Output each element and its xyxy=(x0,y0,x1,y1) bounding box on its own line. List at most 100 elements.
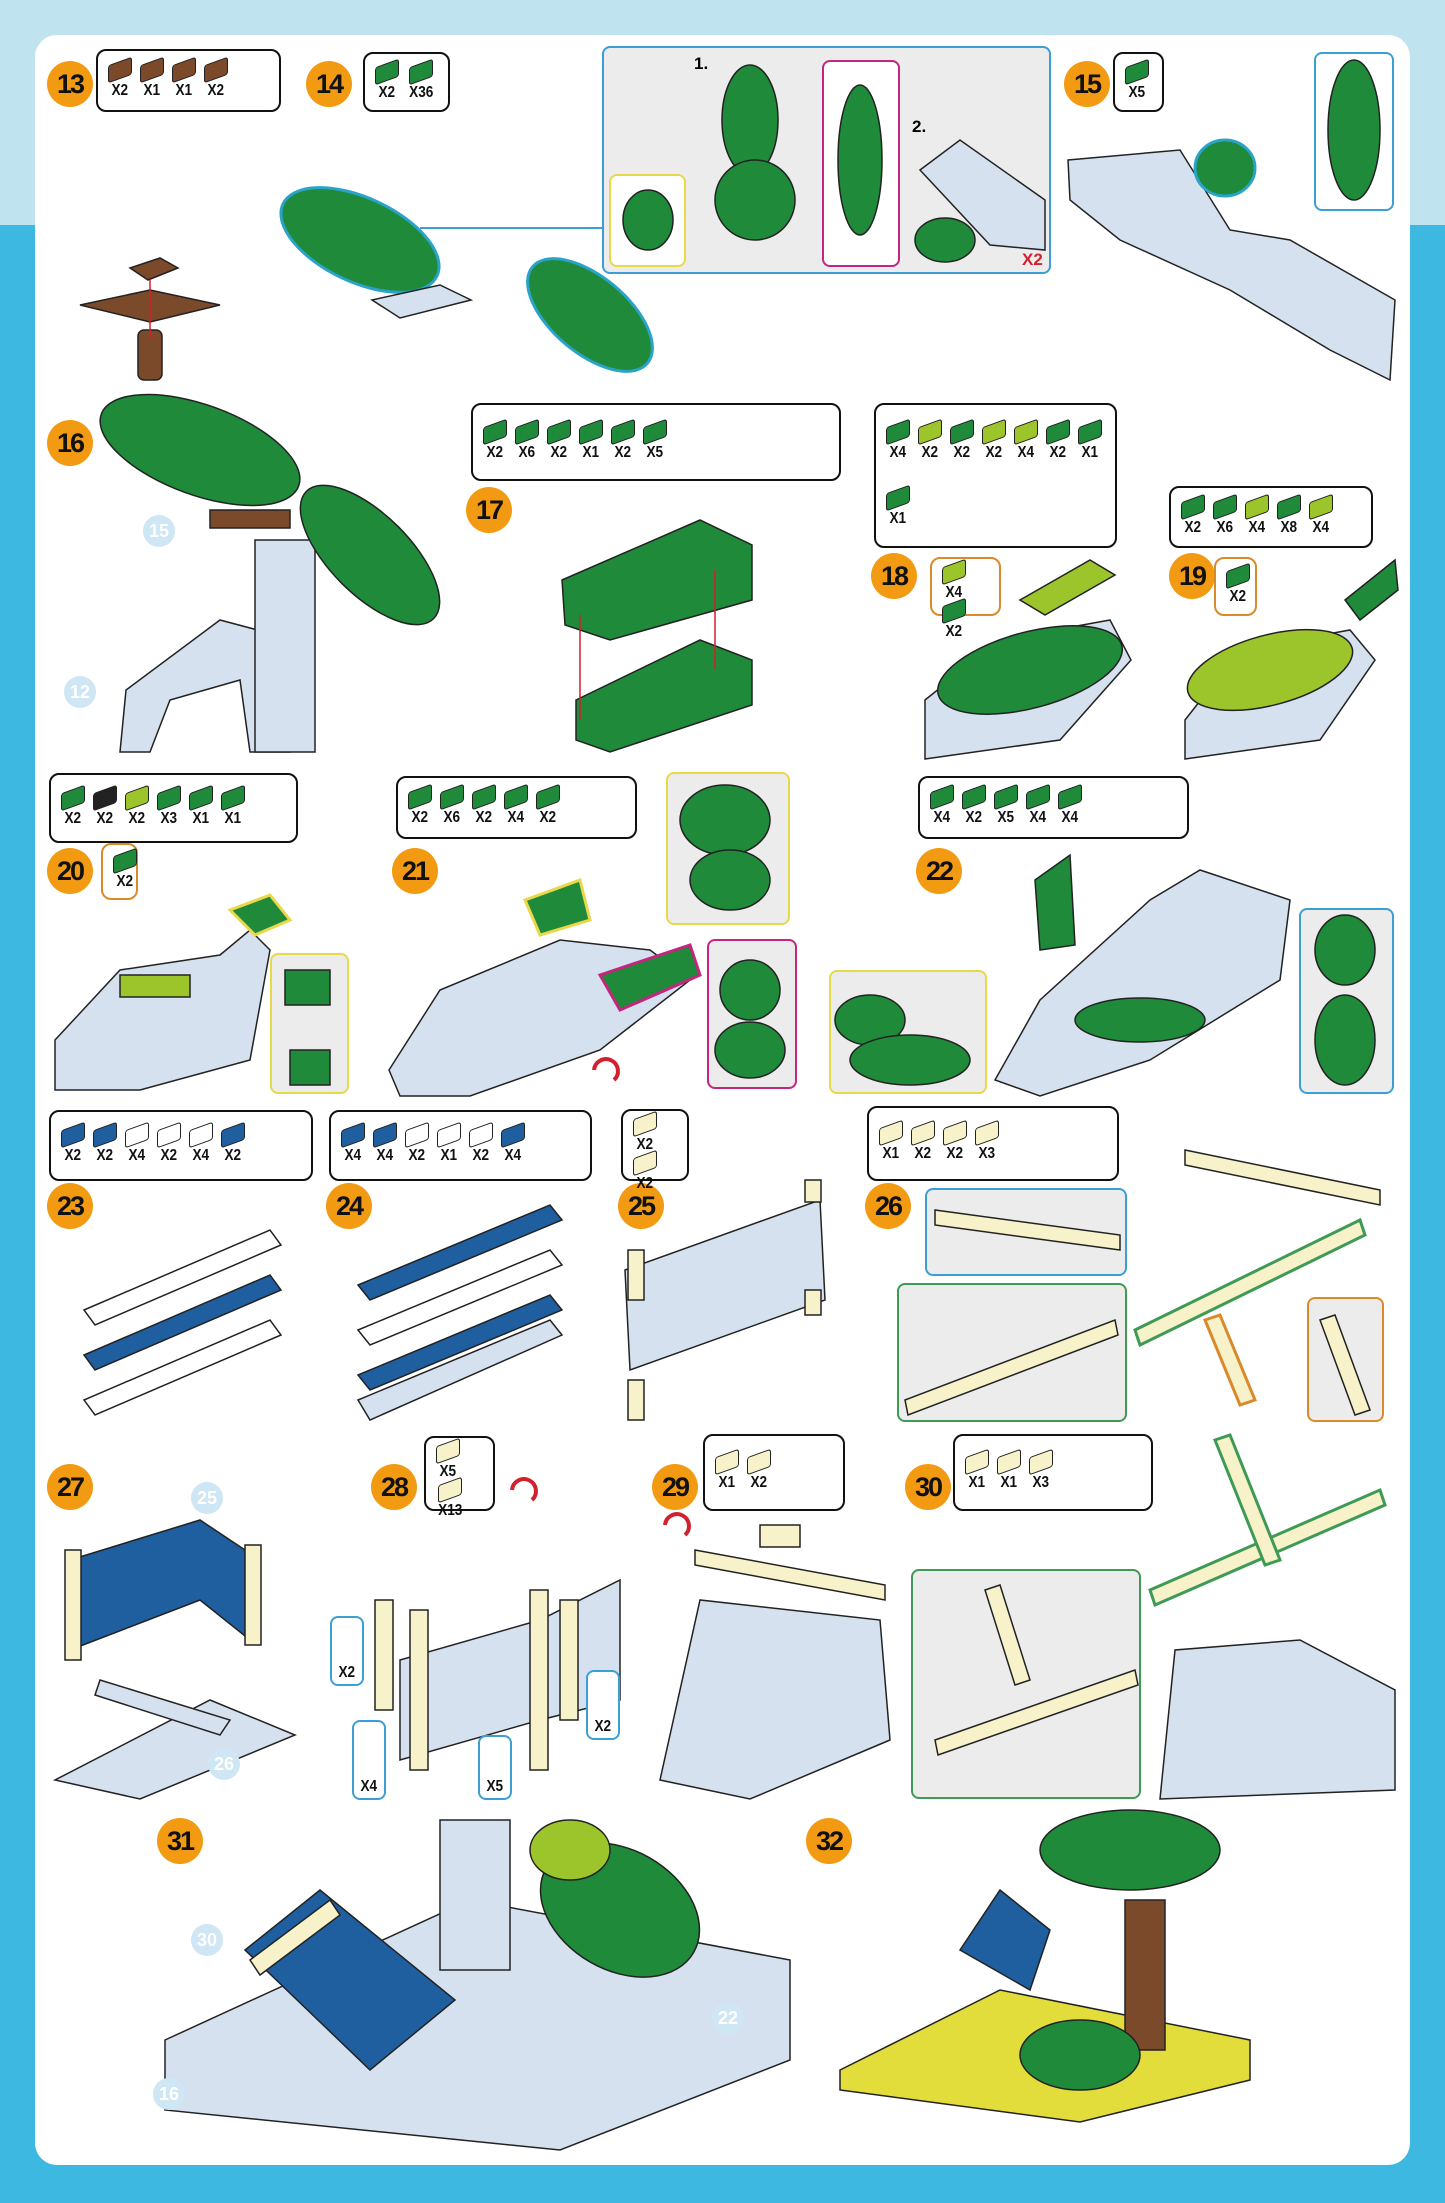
part-count: X2 xyxy=(475,809,493,826)
step-17-assembly xyxy=(561,519,753,753)
part-count: X2 xyxy=(116,873,134,890)
brick-icon xyxy=(375,58,399,85)
part-count: X4 xyxy=(1017,443,1035,461)
part-item: X2 xyxy=(1046,418,1070,462)
part-item: X2 xyxy=(108,56,132,100)
part-count: X2 xyxy=(96,1147,114,1164)
part-count: X2 xyxy=(472,1147,490,1164)
part-count: X2 xyxy=(921,443,939,461)
part-count: X2 xyxy=(965,809,983,826)
part-count: X5 xyxy=(1128,83,1146,101)
brick-icon xyxy=(1226,562,1250,590)
step-19-assembly xyxy=(1184,558,1399,760)
part-count: X2 xyxy=(750,1474,768,1491)
brick-icon xyxy=(157,784,181,811)
part-count: X2 xyxy=(64,1147,82,1164)
brick-icon xyxy=(747,1448,771,1476)
brick-icon xyxy=(436,1437,460,1465)
brick-icon xyxy=(1181,493,1205,520)
part-count: X2 xyxy=(914,1145,932,1162)
brick-icon xyxy=(125,784,149,811)
callout-14-contents xyxy=(622,64,1046,263)
part-count: X4 xyxy=(344,1147,362,1164)
step-15-assembly xyxy=(1067,59,1396,382)
part-item: X4 xyxy=(501,1121,525,1165)
part-count: X2 xyxy=(636,1136,654,1153)
part-item: X2 xyxy=(93,1121,117,1165)
part-item: X36 xyxy=(407,58,435,102)
part-count: X4 xyxy=(1312,518,1330,536)
part-count: X2 xyxy=(550,443,568,461)
extra-parts-19: X2 xyxy=(1214,557,1257,616)
brick-icon xyxy=(469,1121,493,1149)
step-badge: 30 xyxy=(905,1464,951,1510)
brick-icon xyxy=(1213,493,1237,520)
brick-icon xyxy=(172,56,196,84)
step-badge: 23 xyxy=(47,1183,93,1229)
brick-icon xyxy=(962,783,986,811)
step-badge: 27 xyxy=(47,1464,93,1510)
part-item: X1 xyxy=(221,784,245,828)
page-panel xyxy=(35,35,1410,2165)
part-item: X3 xyxy=(975,1119,999,1163)
brick-icon xyxy=(221,1121,245,1149)
brick-icon xyxy=(536,783,560,811)
part-count: X1 xyxy=(440,1147,458,1164)
brick-icon xyxy=(204,56,228,84)
step-badge: 29 xyxy=(652,1464,698,1510)
brick-icon xyxy=(341,1121,365,1149)
part-count: X2 xyxy=(1184,518,1202,536)
part-count: X2 xyxy=(946,1145,964,1162)
part-item: X5 xyxy=(436,1437,460,1481)
rotate-icons xyxy=(510,1057,691,1537)
step-badge: 21 xyxy=(392,848,438,894)
part-item: X2 xyxy=(536,783,560,827)
extra-parts-20: X2 xyxy=(101,843,138,900)
brick-icon xyxy=(157,1121,181,1149)
part-item: X2 xyxy=(943,1119,967,1163)
brick-icon xyxy=(942,558,966,586)
part-count: X5 xyxy=(997,809,1015,826)
part-item: X2 xyxy=(633,1149,657,1193)
part-count: X1 xyxy=(143,82,161,99)
part-item: X1 xyxy=(140,56,164,100)
part-item: X2 xyxy=(633,1110,657,1154)
part-count: X2 xyxy=(160,1147,178,1164)
brick-icon xyxy=(1014,418,1038,446)
sub-step-1-label: 1. xyxy=(694,54,709,73)
part-item: X6 xyxy=(1213,493,1237,537)
part-item: X1 xyxy=(879,1119,903,1163)
step-badge: 24 xyxy=(326,1183,372,1229)
ref-step-26: 26 xyxy=(208,1748,240,1780)
part-count: X4 xyxy=(1248,518,1266,536)
part-item: X4 xyxy=(504,783,528,827)
count: X2 xyxy=(338,1664,356,1681)
step-badge: 26 xyxy=(865,1183,911,1229)
part-item: X2 xyxy=(93,784,117,828)
sub-step-2-label: 2. xyxy=(912,117,927,136)
brick-icon xyxy=(611,418,635,445)
brick-icon xyxy=(997,1448,1021,1476)
part-count: X1 xyxy=(718,1474,736,1491)
repeat-count: X2 xyxy=(1022,250,1043,269)
part-count: X2 xyxy=(411,809,429,826)
part-item: X4 xyxy=(341,1121,365,1165)
part-item: X6 xyxy=(440,783,464,827)
part-count: X4 xyxy=(192,1147,210,1164)
part-item: X1 xyxy=(997,1448,1021,1492)
brick-icon xyxy=(501,1121,525,1149)
count: X5 xyxy=(486,1778,504,1795)
brick-icon xyxy=(61,1121,85,1149)
part-item: X4 xyxy=(1026,783,1050,827)
part-item: X4 xyxy=(125,1121,149,1165)
step-badge: 16 xyxy=(47,420,93,466)
part-item: X2 xyxy=(1226,562,1250,606)
part-item: X2 xyxy=(962,783,986,827)
brick-icon xyxy=(930,783,954,811)
